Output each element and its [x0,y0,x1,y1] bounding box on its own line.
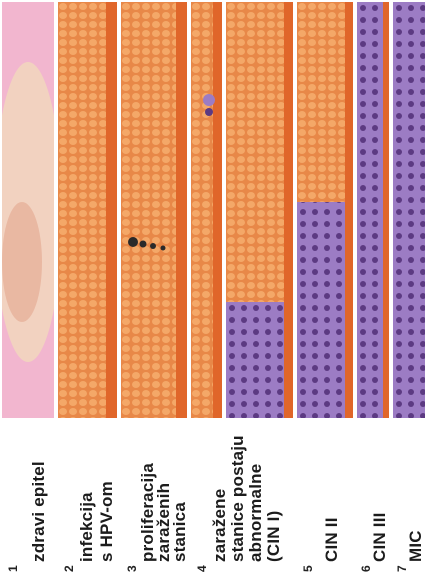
panel-caption: MIC [407,530,424,562]
cin1-illustration [226,2,295,420]
panel-number: 1 [6,565,20,572]
cin2-illustration [297,2,355,420]
panel-caption: CIN II [323,517,340,562]
panel-2-label: 2 infekcija s HPV-om [56,420,119,574]
panel-number: 3 [125,565,139,572]
panel-4-label: 4 zaražene stanice postaju abnormalne (C… [189,420,295,574]
healthy-tissue-illustration [58,2,119,420]
panel-6-cin3 [355,0,391,420]
panel-caption-line-4: (CIN I) [265,511,282,562]
panel-caption-line-1: zaražene [211,489,228,562]
hand-photo [2,2,56,420]
panel-number: 4 [195,565,209,572]
panel-caption-line-2: stanice postaju [229,435,246,562]
panel-5-label: 5 CIN II [295,420,355,574]
proliferation-illustration [191,2,224,420]
photo-panel [0,0,56,420]
panel-caption-line-3: stanica [171,502,188,562]
panel-7-label: 7 MIC [391,420,427,574]
panel-1-healthy-epithelium [56,0,119,420]
infected-tissue-illustration [121,2,189,420]
panel-number: 7 [395,565,409,572]
panel-6-label: 6 CIN III [355,420,391,574]
panel-number: 2 [62,565,76,572]
panel-2-hpv-infection [119,0,189,420]
panel-caption: zdravi epitel [30,461,47,562]
panel-caption-line-3: abnormalne [247,464,264,562]
panel-number: 5 [301,565,315,572]
panel-5-cin2 [295,0,355,420]
panel-caption: CIN III [371,512,388,562]
cin3-illustration [357,2,391,420]
panel-3-label: 3 proliferacija zaraženih stanica [119,420,189,574]
mic-illustration [393,2,427,420]
panel-caption-line-2: s HPV-om [98,481,115,562]
panel-1-label: 1 zdravi epitel [0,420,56,574]
panel-3-proliferation [189,0,224,420]
panel-caption-line-1: infekcija [78,492,95,562]
panel-7-mic [391,0,427,420]
panel-4-cin1 [224,0,295,420]
panel-number: 6 [359,565,373,572]
